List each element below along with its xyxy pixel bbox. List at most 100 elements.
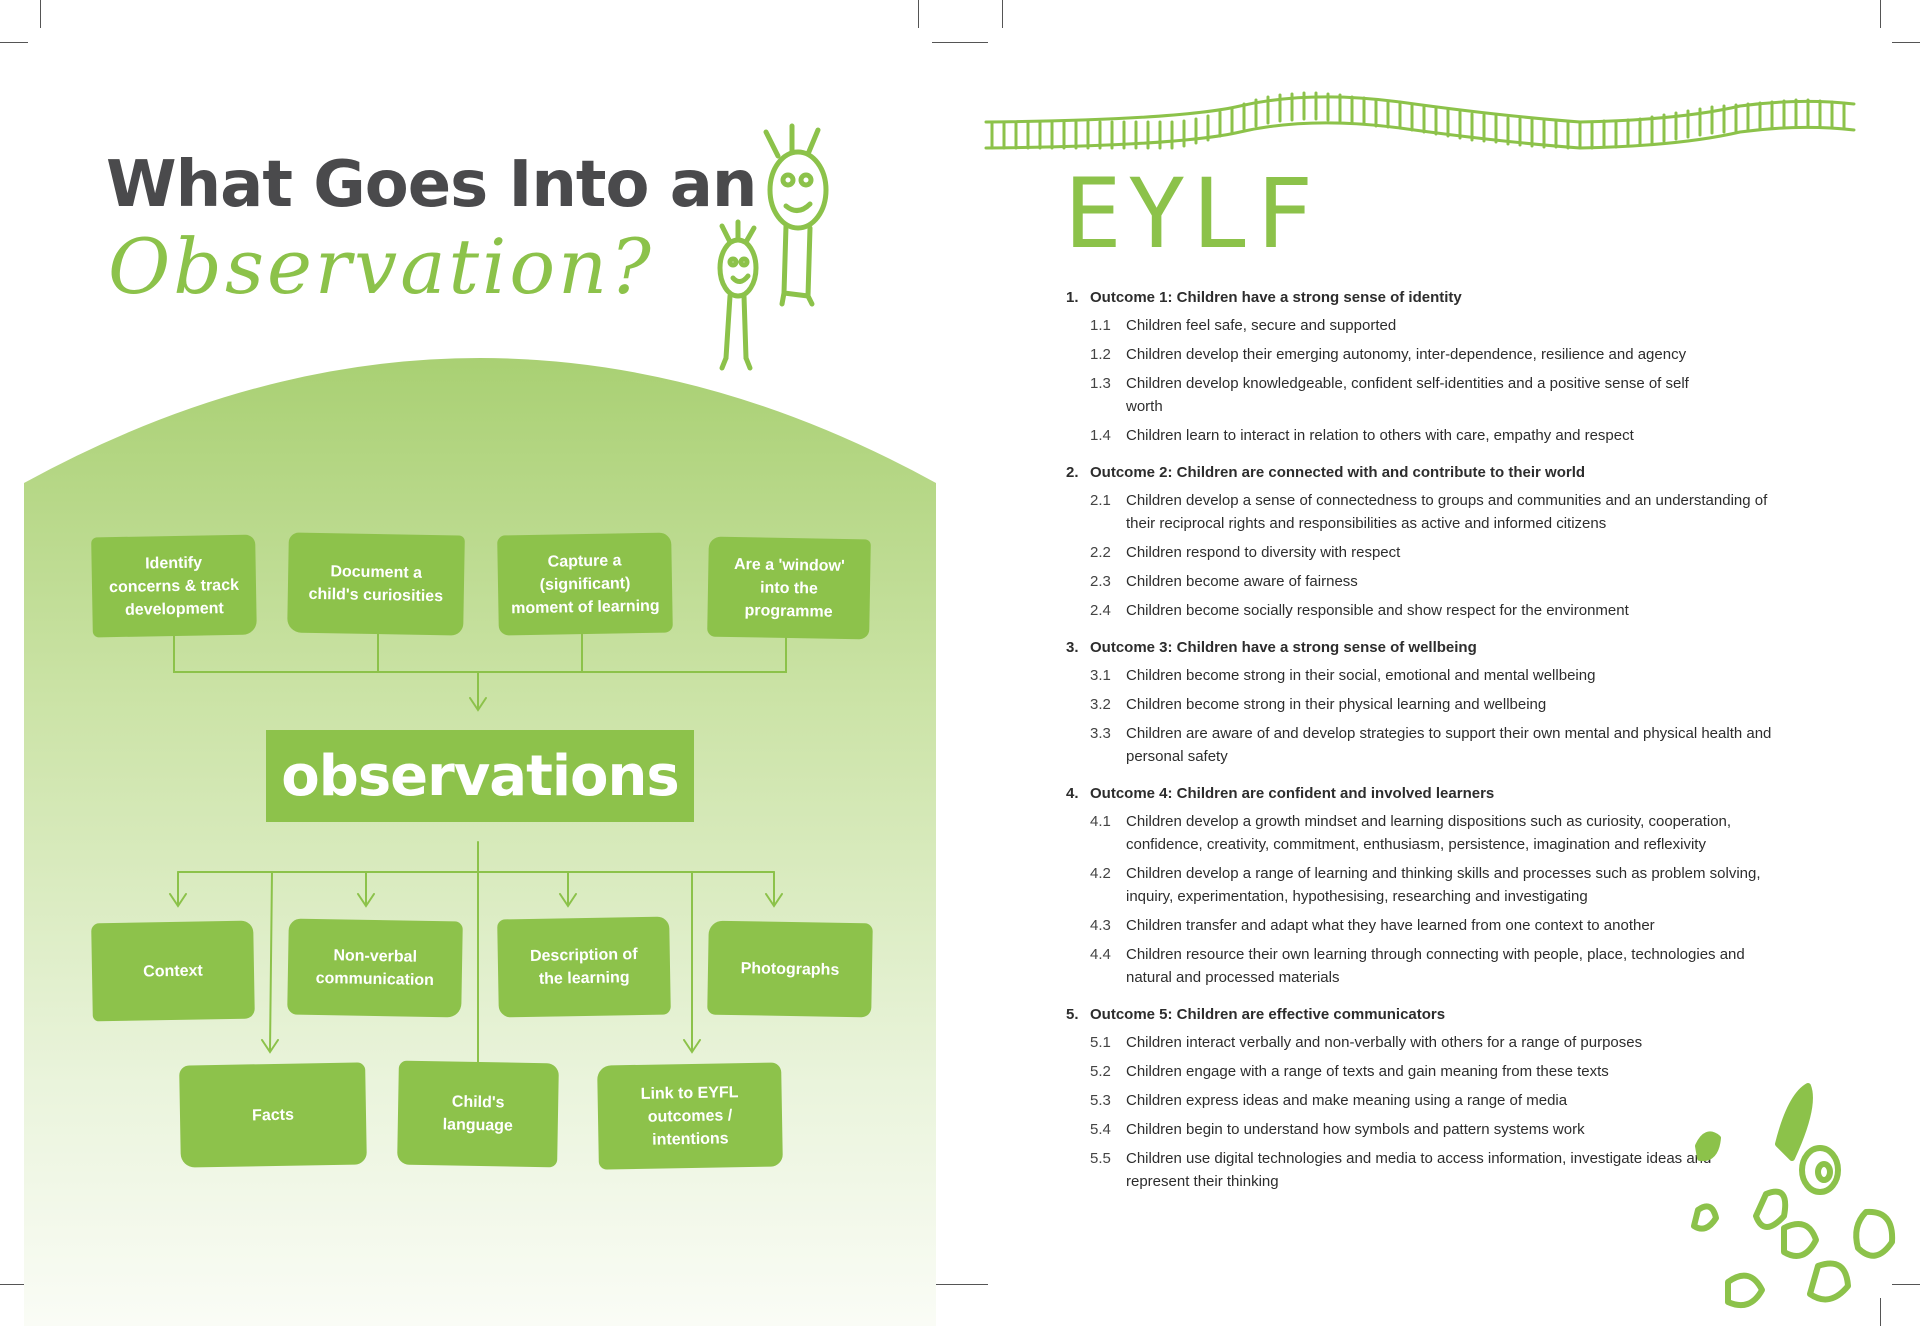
box-label: Document a child's curiosities [308, 563, 444, 606]
item-text: Children begin to understand how symbols… [1126, 1121, 1585, 1138]
outcome-item: 5.1 Children interact verbally and non-ve… [1066, 1031, 1786, 1054]
item-text: Children learn to interact in relation t… [1126, 427, 1634, 444]
item-number: 5.1 [1090, 1034, 1111, 1051]
box-label: Link to EYFL outcomes / intentions [640, 1083, 739, 1149]
outcome-heading: 4. Outcome 4: Children are confident and … [1066, 784, 1786, 804]
box-label: Are a 'window' into the programme [733, 555, 845, 621]
outcome-item: 5.3 Children express ideas and make meani… [1066, 1089, 1786, 1112]
item-number: 5.2 [1090, 1063, 1111, 1080]
eylf-title: EYLF [1064, 158, 1320, 270]
box-identify-concerns: Identify concerns & track development [91, 534, 257, 638]
scribble-shapes-doodle-icon [1691, 1083, 1896, 1308]
crop-mark [1002, 0, 1003, 28]
box-label: Non-verbal communication [315, 947, 435, 990]
box-window-programme: Are a 'window' into the programme [707, 536, 871, 640]
outcome-number: 2. [1066, 464, 1079, 481]
box-label: Photographs [740, 959, 840, 979]
page-subtitle-handwritten: Observation? [108, 222, 654, 311]
item-number: 2.4 [1090, 602, 1111, 619]
outcome-number: 4. [1066, 785, 1079, 802]
outcome-heading: 2. Outcome 2: Children are connected with… [1066, 463, 1786, 483]
item-text: Children are aware of and develop strate… [1126, 725, 1772, 765]
stick-figures-doodle-icon [717, 123, 829, 371]
item-text: Children become socially responsible and… [1126, 602, 1629, 619]
scribble-band-doodle-icon [984, 91, 1856, 150]
outcome-item: 2.4 Children become socially responsible … [1066, 599, 1786, 622]
outcome-item: 2.3 Children become aware of fairness [1066, 570, 1786, 593]
outcome-heading-text: Outcome 5: Children are effective commun… [1090, 1006, 1446, 1023]
item-text: Children express ideas and make meaning … [1126, 1092, 1568, 1109]
item-text: Children become strong in their physical… [1126, 696, 1547, 713]
outcome-4: 4. Outcome 4: Children are confident and … [1066, 784, 1786, 989]
outcome-item: 3.3 Children are aware of and develop str… [1066, 722, 1786, 768]
outcome-item: 3.1 Children become strong in their socia… [1066, 664, 1786, 687]
outcome-5: 5.Outcome 5: Children are effective comm… [1066, 1005, 1786, 1193]
observations-label: observations [266, 730, 694, 822]
outcome-1: 1. Outcome 1: Children have a strong sens… [1066, 288, 1786, 447]
item-text: Children become aware of fairness [1126, 573, 1358, 590]
crop-mark [1892, 42, 1920, 43]
item-number: 2.3 [1090, 573, 1111, 590]
box-capture-moment: Capture a (significant) moment of learni… [497, 532, 673, 636]
box-non-verbal: Non-verbal communication [287, 918, 463, 1018]
item-number: 5.4 [1090, 1121, 1111, 1138]
outcomes-list: 1. Outcome 1: Children have a strong sens… [1066, 288, 1786, 1209]
item-number: 2.1 [1090, 492, 1111, 509]
outcome-heading-text: Outcome 3: Children have a strong sense … [1090, 639, 1477, 656]
item-text: Children transfer and adapt what they ha… [1126, 917, 1655, 934]
item-text: Children use digital technologies and me… [1126, 1150, 1712, 1190]
outcome-heading: 1. Outcome 1: Children have a strong sens… [1066, 288, 1786, 308]
box-label: Capture a (significant) moment of learni… [511, 551, 660, 617]
box-context: Context [91, 920, 255, 1022]
item-text: Children resource their own learning thr… [1126, 946, 1745, 986]
item-text: Children become strong in their social, … [1126, 667, 1596, 684]
item-number: 4.2 [1090, 865, 1111, 882]
item-text: Children interact verbally and non-verba… [1126, 1034, 1643, 1051]
outcome-heading-text: Outcome 4: Children are confident and in… [1090, 785, 1495, 802]
item-number: 1.3 [1090, 375, 1111, 392]
left-page: What Goes Into an Observation? [24, 123, 936, 1326]
box-childs-language: Child's language [397, 1060, 559, 1168]
item-number: 5.3 [1090, 1092, 1111, 1109]
item-number: 1.4 [1090, 427, 1111, 444]
item-number: 1.1 [1090, 317, 1111, 334]
outcome-item: 1.2 Children develop their emerging auton… [1066, 343, 1786, 366]
outcome-number: 1. [1066, 289, 1079, 306]
item-text: Children develop a sense of connectednes… [1126, 492, 1768, 532]
outcome-item: 5.4 Children begin to understand how symb… [1066, 1118, 1786, 1141]
box-document-curiosities: Document a child's curiosities [287, 532, 465, 636]
item-text: Children develop knowledgeable, confiden… [1126, 375, 1689, 415]
crop-mark [0, 42, 28, 43]
item-text: Children feel safe, secure and supported [1126, 317, 1397, 334]
outcome-heading-text: Outcome 1: Children have a strong sense … [1090, 289, 1462, 306]
outcome-heading: 5.Outcome 5: Children are effective comm… [1066, 1005, 1786, 1025]
crop-mark [918, 0, 919, 28]
page-title: What Goes Into an [106, 148, 757, 222]
box-label: Facts [251, 1106, 295, 1124]
outcome-3: 3. Outcome 3: Children have a strong sens… [1066, 638, 1786, 768]
crop-mark [0, 1284, 28, 1285]
box-photographs: Photographs [707, 920, 873, 1018]
outcome-number: 3. [1066, 639, 1079, 656]
item-text: Children develop their emerging autonomy… [1126, 346, 1687, 363]
diagram-connectors [169, 629, 787, 1086]
item-number: 1.2 [1090, 346, 1111, 363]
box-link-eyfl: Link to EYFL outcomes / intentions [597, 1062, 783, 1170]
outcome-item: 2.1 Children develop a sense of connected… [1066, 489, 1786, 535]
outcome-heading-text: Outcome 2: Children are connected with a… [1090, 464, 1586, 481]
item-number: 3.3 [1090, 725, 1111, 742]
item-number: 3.1 [1090, 667, 1111, 684]
box-label: Context [143, 961, 203, 981]
crop-mark [1880, 1298, 1881, 1326]
outcome-item: 3.2 Children become strong in their physi… [1066, 693, 1786, 716]
item-number: 3.2 [1090, 696, 1111, 713]
outcome-item: 1.3 Children develop knowledgeable, confi… [1066, 372, 1786, 418]
outcome-heading: 3. Outcome 3: Children have a strong sens… [1066, 638, 1786, 658]
